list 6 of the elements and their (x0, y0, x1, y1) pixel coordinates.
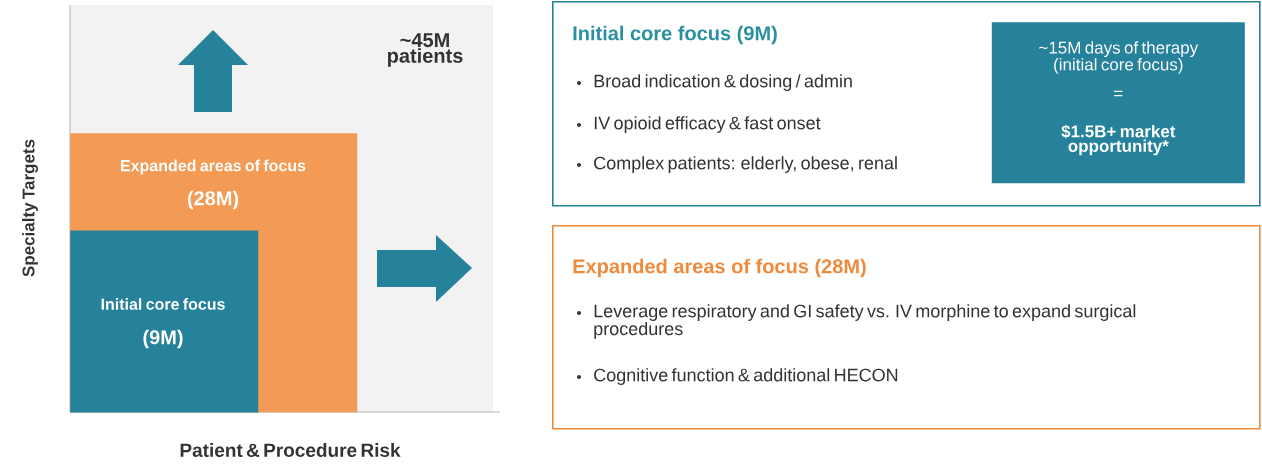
focus-box: Expanded areas of focus (28M) Leverage respiratory and GI safety vs. IV morphine to expand surgical procedures Cognitive function & additional HECON (552, 225, 1261, 430)
axis-title: Patient & Procedure Risk (180, 443, 401, 457)
axis-title: Specialty Targets (22, 139, 38, 277)
area-box: Initial core focus (9M) (70, 230, 259, 413)
count-label: ~45M patients (388, 33, 463, 67)
callout-box: ~15M days of therapy (initial core focus) = $1.5B+ market opportunity* (991, 22, 1245, 184)
